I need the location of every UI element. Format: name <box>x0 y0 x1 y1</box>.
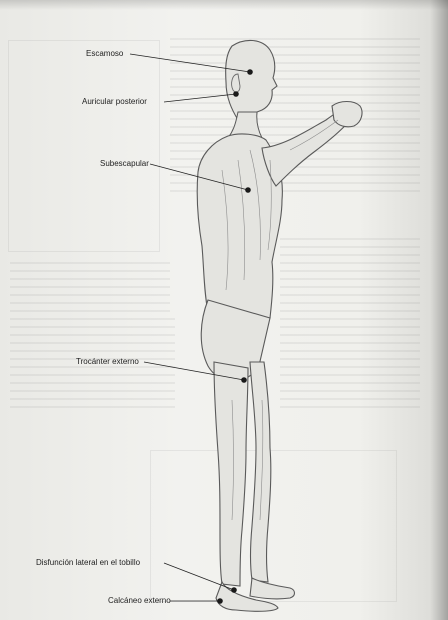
point-escamoso <box>247 69 253 75</box>
figure-front-foot <box>250 578 295 599</box>
leader-line-auricular-posterior <box>164 94 236 102</box>
figure-head <box>226 40 277 120</box>
human-figure-lateral-view <box>197 40 362 611</box>
figure-front-leg <box>250 362 271 582</box>
page-top-shadow <box>0 0 448 10</box>
point-disfuncion-lateral <box>231 587 237 593</box>
book-binding-shadow <box>430 0 448 620</box>
label-subescapular: Subescapular <box>100 159 149 169</box>
label-disfuncion-lateral: Disfunción lateral en el tobillo <box>36 558 140 568</box>
label-auricular-posterior: Auricular posterior <box>82 97 147 107</box>
label-escamoso: Escamoso <box>86 49 123 59</box>
point-calcaneo-externo <box>217 598 223 604</box>
point-subescapular <box>245 187 251 193</box>
figure-fist <box>332 102 362 127</box>
label-trocanter-externo: Trocánter externo <box>76 357 139 367</box>
figure-back-leg <box>214 362 248 586</box>
point-auricular-posterior <box>233 91 239 97</box>
label-calcaneo-externo: Calcáneo externo <box>108 596 171 606</box>
point-trocanter-externo <box>241 377 247 383</box>
